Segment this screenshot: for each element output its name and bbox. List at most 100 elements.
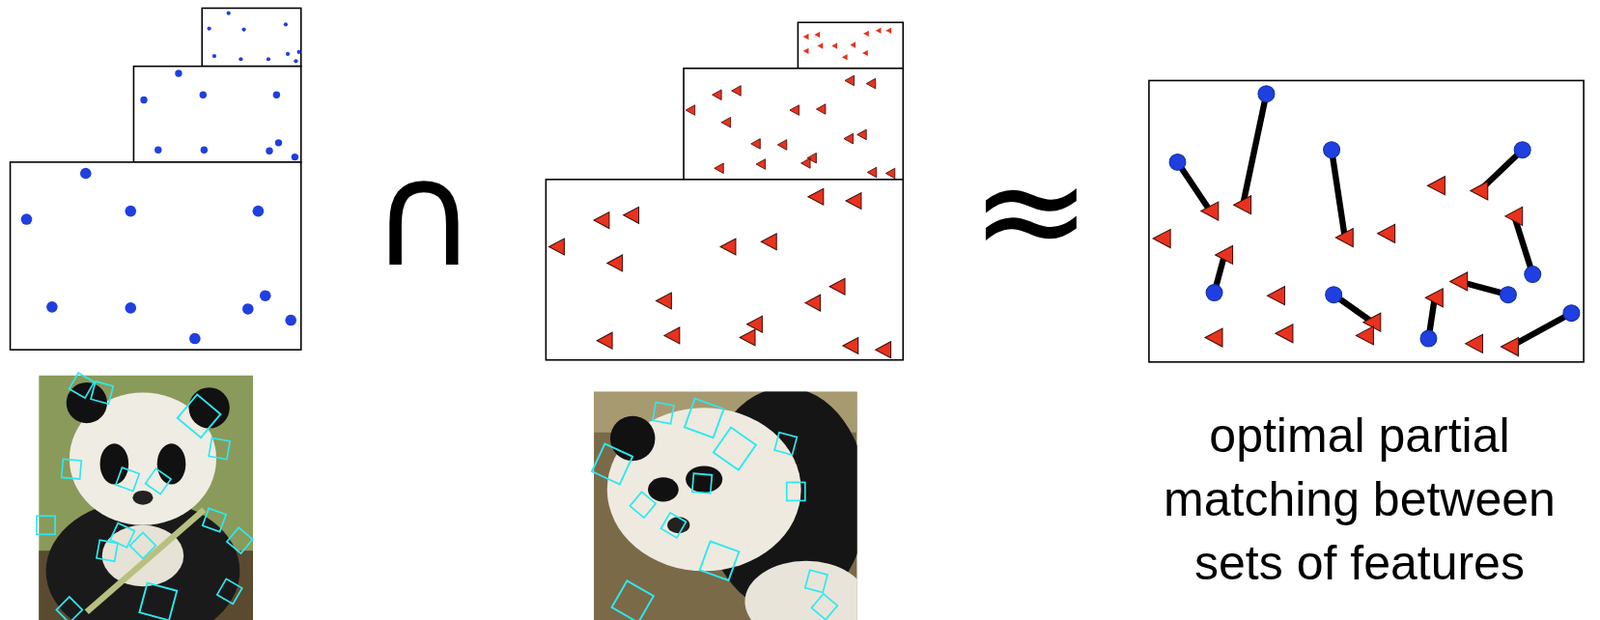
feature-triangle: [849, 41, 856, 48]
feature-triangle: [1377, 224, 1396, 243]
feature-dot: [124, 205, 137, 218]
feature-triangle: [777, 140, 787, 151]
panda-photo-left: [36, 372, 253, 620]
match-lines: [1178, 93, 1572, 347]
feature-square: [612, 580, 654, 620]
feature-dot: [1563, 305, 1580, 322]
feature-dot: [275, 139, 282, 146]
feature-triangle: [875, 341, 892, 359]
feature-triangle: [857, 129, 868, 141]
feature-square: [652, 402, 674, 424]
matching-panel: [1149, 80, 1584, 362]
panda-ear: [610, 416, 655, 461]
feature-triangle: [866, 78, 876, 89]
feature-dot: [154, 146, 162, 154]
feature-triangle: [829, 278, 845, 295]
matching-box: [1149, 80, 1584, 362]
panda-photo-right: [591, 387, 868, 620]
feature-triangle: [789, 105, 800, 116]
panda-nose: [667, 516, 690, 534]
feature-square: [700, 540, 740, 581]
feature-square: [115, 467, 140, 491]
feature-dot: [297, 50, 302, 55]
feature-square: [713, 427, 757, 471]
feature-dot: [1323, 141, 1341, 159]
feature-dot: [46, 301, 58, 313]
feature-triangle: [842, 54, 848, 60]
histogram-pyramid-left: [10, 7, 302, 350]
feature-triangle: [803, 48, 810, 55]
feature-dot: [1524, 266, 1542, 283]
histogram-box: [683, 68, 903, 180]
match-line: [1178, 162, 1211, 212]
intersection-symbol: ∩: [370, 141, 478, 287]
histogram-box: [10, 162, 302, 350]
match-line: [1510, 312, 1572, 347]
feature-triangle: [815, 104, 826, 115]
feature-square: [805, 569, 828, 592]
feature-triangle: [803, 33, 810, 40]
feature-dot: [1325, 286, 1343, 304]
feature-dot: [189, 333, 201, 345]
feature-triangle: [655, 292, 672, 309]
feature-triangle: [1470, 181, 1488, 200]
feature-triangle: [1505, 206, 1523, 225]
feature-dot: [238, 56, 243, 61]
feature-triangle: [1335, 228, 1353, 248]
feature-square: [177, 394, 222, 439]
feature-triangle: [739, 329, 756, 346]
feature-dot: [242, 303, 254, 315]
feature-squares: [36, 372, 253, 620]
feature-square: [629, 491, 656, 518]
feature-triangle: [885, 28, 892, 34]
feature-square: [692, 473, 713, 494]
feature-triangle: [863, 30, 870, 37]
feature-dot: [226, 11, 231, 16]
feature-dot: [283, 22, 288, 27]
feature-square: [786, 481, 806, 501]
feature-dot: [1420, 330, 1437, 347]
feature-triangle: [814, 31, 820, 38]
feature-triangle: [712, 89, 723, 101]
feature-triangle: [623, 206, 640, 224]
feature-dot: [1258, 85, 1275, 103]
panda-nose: [132, 490, 153, 506]
feature-dot: [293, 58, 298, 63]
feature-square: [684, 398, 725, 439]
feature-triangle: [1427, 176, 1445, 196]
feature-dot: [200, 146, 208, 154]
feature-square: [145, 468, 171, 494]
feature-square: [660, 512, 686, 538]
match-line: [1514, 216, 1533, 275]
feature-triangle: [845, 193, 862, 210]
feature-dot: [285, 52, 290, 57]
panda-ear: [66, 382, 108, 423]
feature-square: [811, 593, 838, 620]
feature-square: [139, 583, 177, 620]
feature-triangle: [1355, 326, 1374, 345]
feature-dot: [1499, 286, 1516, 304]
feature-dot: [1206, 284, 1223, 302]
feature-triangle: [685, 105, 696, 116]
panda-eye-patch: [100, 443, 130, 484]
feature-square: [591, 443, 633, 484]
feature-triangle: [808, 188, 824, 205]
feature-square: [90, 381, 113, 404]
feature-triangle: [1465, 334, 1484, 353]
feature-dot: [21, 213, 33, 225]
feature-dot: [291, 153, 299, 161]
feature-square: [129, 532, 156, 559]
feature-triangle: [760, 233, 777, 251]
feature-square: [226, 527, 253, 554]
histogram-pyramid-right: [545, 22, 903, 361]
feature-dot: [273, 91, 281, 99]
panda-ear: [189, 387, 230, 428]
panda-eye-patch: [157, 443, 187, 484]
feature-triangle: [596, 332, 613, 349]
feature-triangle: [1275, 324, 1293, 343]
caption-text: optimal partial matching between sets of…: [1127, 403, 1592, 595]
panda-head: [607, 407, 802, 571]
feature-triangle: [1425, 288, 1443, 308]
feature-triangle: [721, 116, 731, 128]
feature-triangle: [842, 337, 859, 355]
